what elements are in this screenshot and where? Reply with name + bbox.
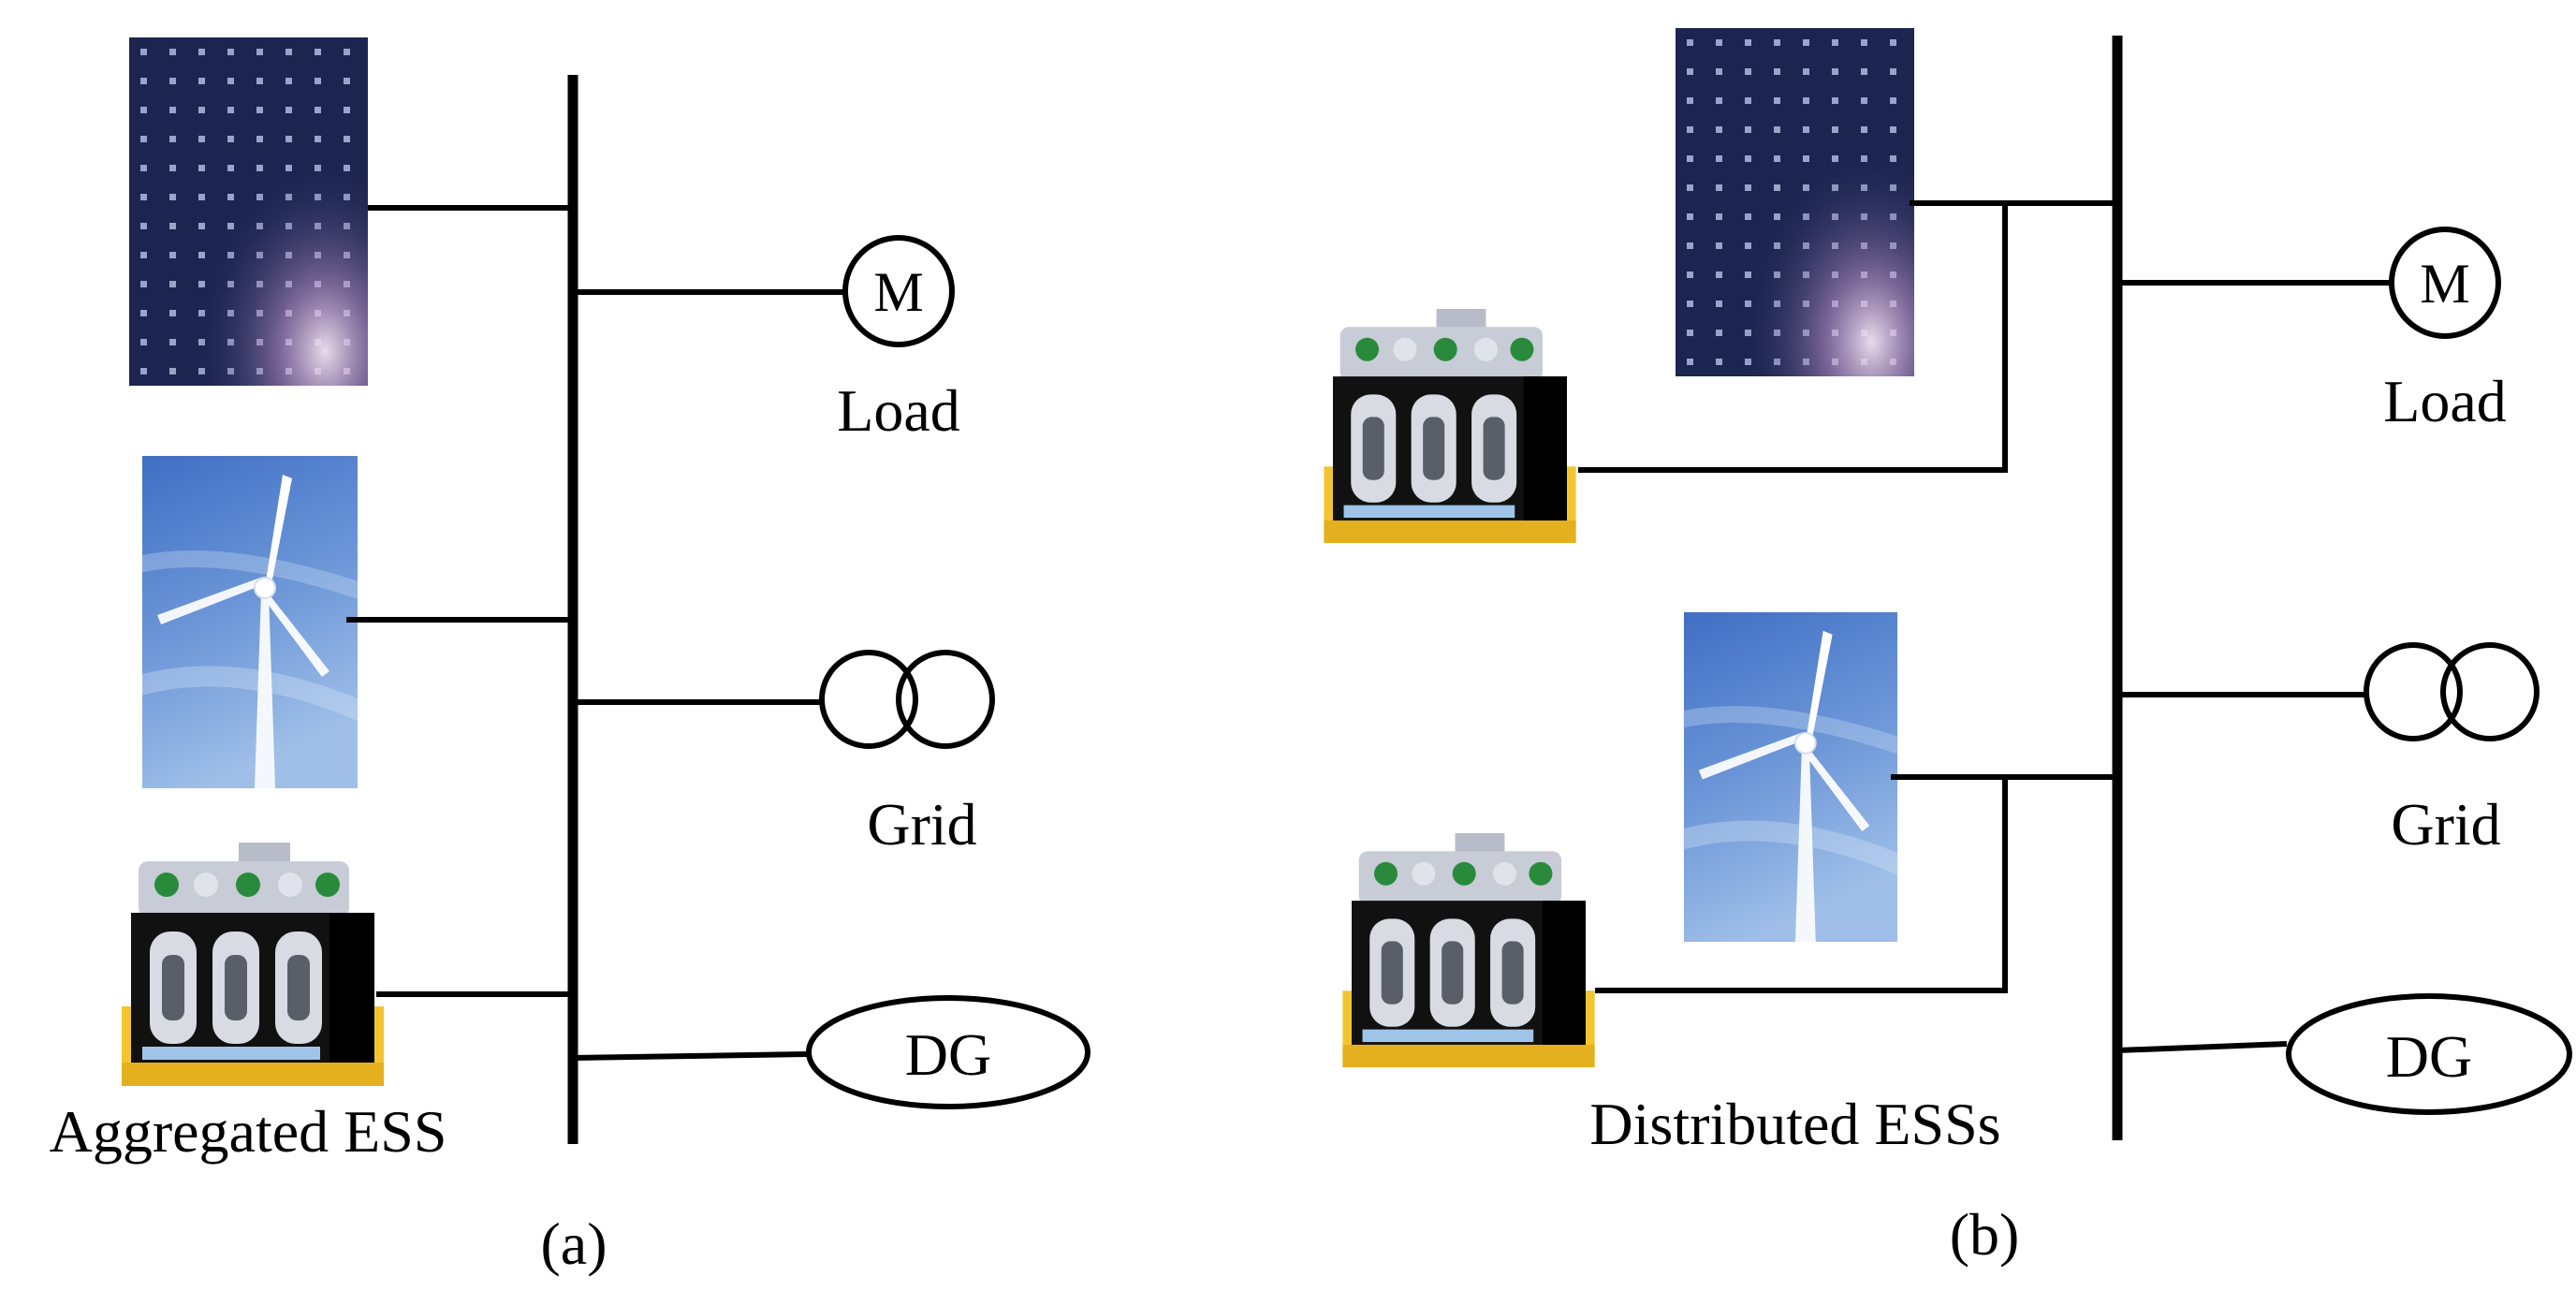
- motor-symbol: M: [873, 261, 923, 323]
- panel-a: M Load Grid DG Aggregated ESS (a): [50, 37, 1090, 1277]
- ess-label: Distributed ESSs: [1589, 1091, 2000, 1157]
- load-label: Load: [2383, 368, 2507, 434]
- battery-storage-icon: [122, 843, 384, 1086]
- motor-icon: [2389, 227, 2501, 339]
- solar-panel-icon: [129, 37, 368, 386]
- motor-icon: [842, 235, 955, 347]
- panel-b: M Load Grid DG Distributed ESSs (b): [1324, 28, 2572, 1268]
- dg-connection: [572, 1051, 808, 1061]
- wind-turbine-icon: [124, 456, 376, 788]
- solar-panel-icon: [1676, 28, 1914, 376]
- dg-label: DG: [905, 1021, 991, 1088]
- wind-turbine-icon: [1665, 612, 1916, 942]
- transformer-icon: [819, 650, 995, 749]
- grid-label: Grid: [867, 791, 976, 858]
- dg-generator: [2286, 993, 2572, 1115]
- load-label: Load: [837, 377, 960, 444]
- panel-caption: (a): [540, 1210, 607, 1277]
- grid-label: Grid: [2391, 791, 2500, 858]
- battery-storage-icon: [1342, 833, 1595, 1067]
- motor-symbol: M: [2420, 253, 2469, 315]
- dg-generator: [806, 995, 1090, 1109]
- ess-label: Aggregated ESS: [50, 1098, 447, 1165]
- panel-caption: (b): [1950, 1201, 2020, 1268]
- dg-label: DG: [2386, 1023, 2472, 1090]
- transformer-icon: [2364, 642, 2539, 741]
- dg-connection: [2116, 1041, 2288, 1053]
- battery-storage-icon: [1324, 309, 1576, 543]
